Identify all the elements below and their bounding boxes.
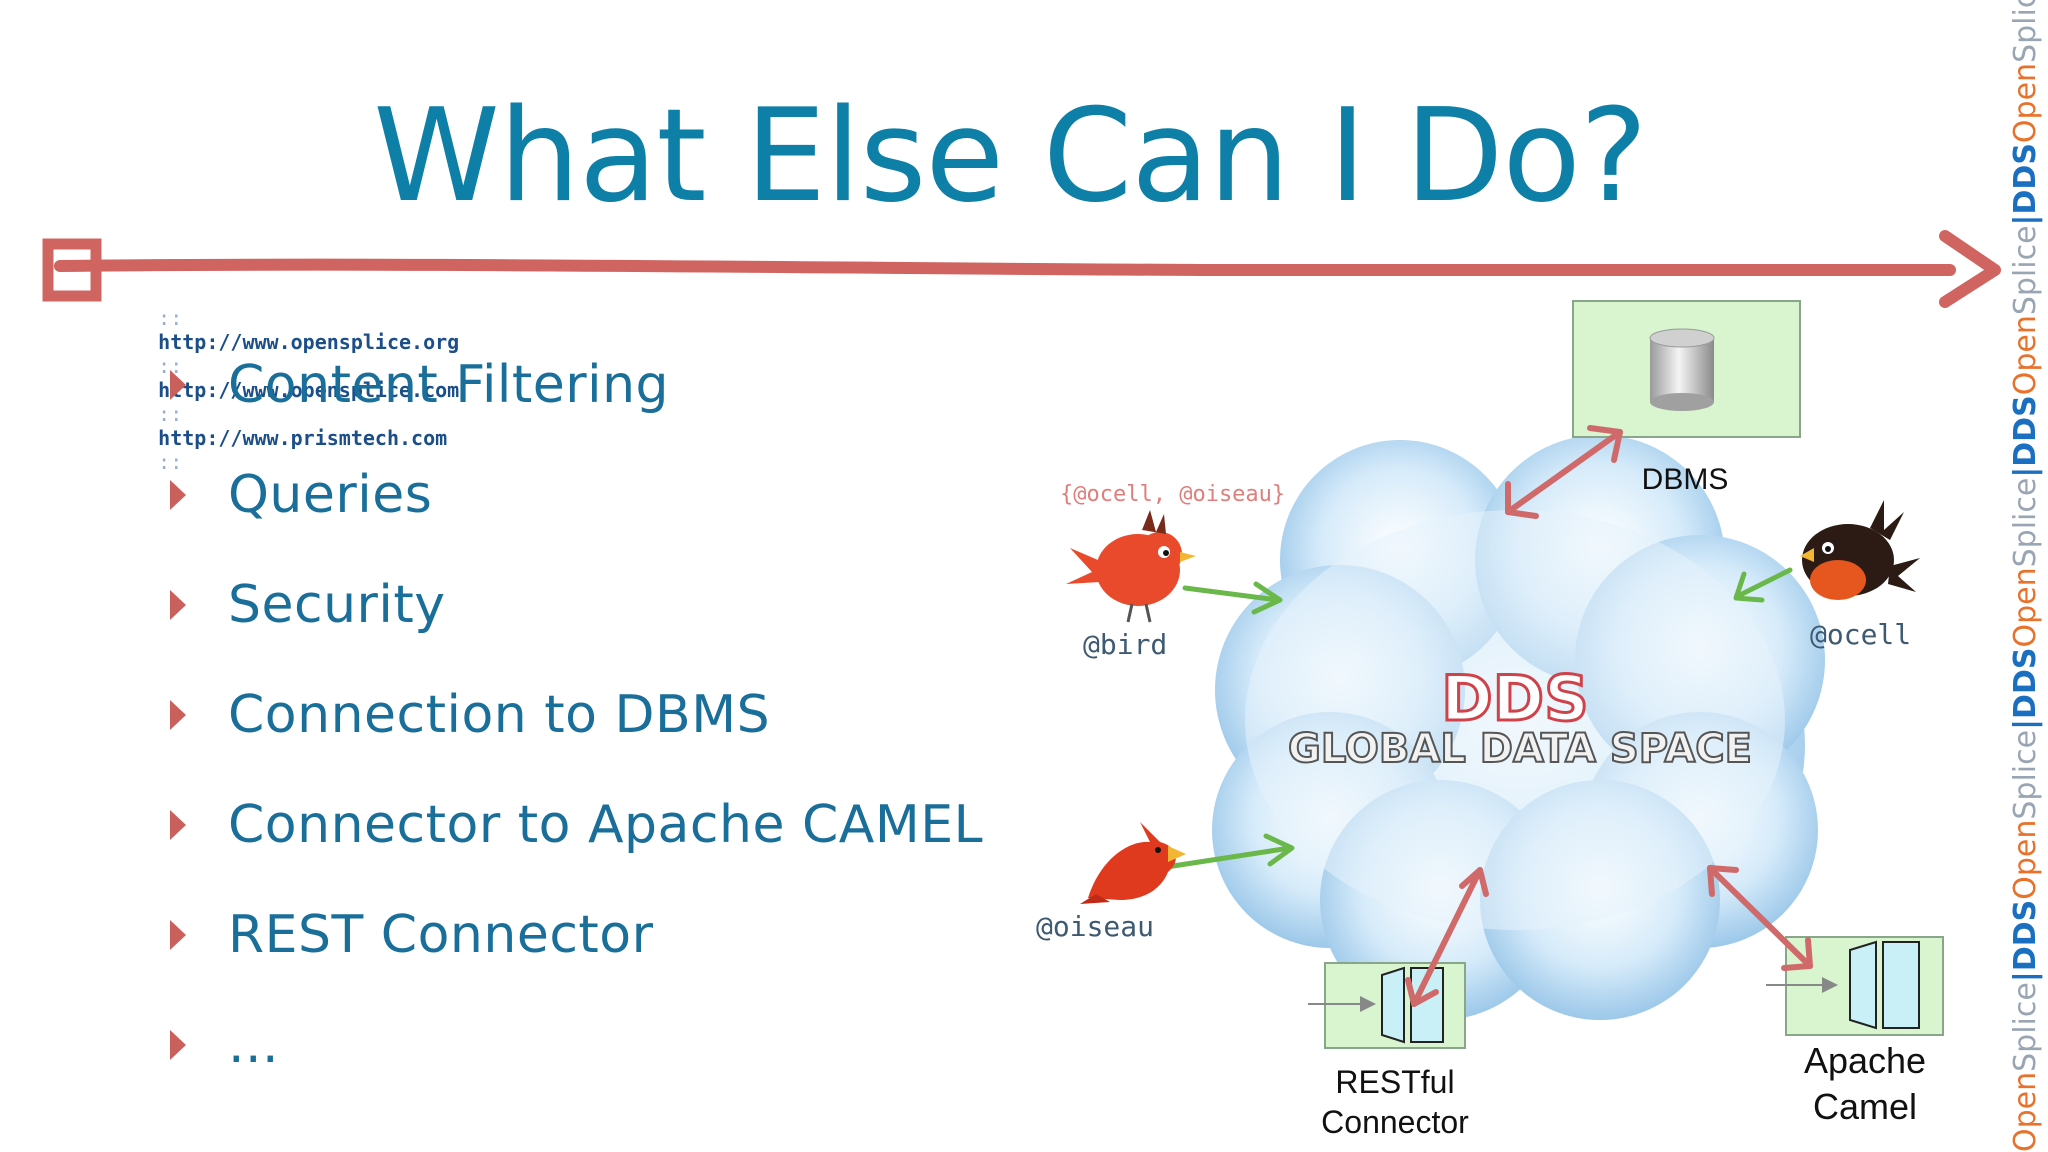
brand-text: Splice	[2007, 0, 2043, 63]
ocell-bird-icon	[1800, 500, 1920, 600]
brand-text: Open	[2007, 315, 2043, 396]
bullet-item: Connector to Apache CAMEL	[170, 790, 983, 860]
url-link-3[interactable]: http://www.prismtech.com	[158, 426, 448, 450]
brand-text: |DDS	[2007, 395, 2043, 478]
restful-connector-label: RESTful Connector	[1321, 1064, 1469, 1140]
brand-text: |DDS	[2007, 647, 2043, 730]
connector-icon	[1766, 940, 1920, 1030]
title-rule	[42, 230, 2001, 308]
connector-icon	[1308, 966, 1444, 1044]
ocell-handle-label: @ocell	[1810, 618, 1912, 651]
bullet-triangle-icon	[170, 810, 186, 840]
cloud-subtitle: GLOBAL DATA SPACE	[1287, 725, 1753, 773]
bullet-triangle-icon	[170, 480, 186, 510]
brand-text: Splice	[2007, 729, 2043, 820]
brand-text: Open	[2007, 62, 2043, 144]
bullet-triangle-icon	[170, 370, 186, 400]
bullet-item: Content Filtering	[170, 350, 669, 420]
brand-text: Open	[2007, 819, 2043, 900]
apache-camel-label: Apache Camel	[1803, 1040, 1927, 1127]
slide-title: What Else Can I Do?	[373, 82, 1647, 231]
topic-subscription-label: {@ocell, @oiseau}	[1060, 482, 1286, 507]
url-link-2[interactable]: http://www.opensplice.com	[158, 378, 460, 402]
url-strip: :: http://www.opensplice.org :: http://w…	[158, 306, 460, 474]
brand-text: Splice	[2007, 477, 2043, 568]
brand-text: |DDS	[2007, 143, 2043, 226]
bullet-item: REST Connector	[170, 900, 654, 970]
bullet-triangle-icon	[170, 590, 186, 620]
bird-publish-arrow	[1182, 581, 1283, 615]
brand-text: |DDS	[2007, 899, 2043, 983]
bullet-triangle-icon	[170, 1030, 186, 1060]
bullet-triangle-icon	[170, 700, 186, 730]
bullet-triangle-icon	[170, 920, 186, 950]
database-icon	[1649, 328, 1715, 411]
bird-handle-label: @bird	[1083, 628, 1168, 661]
restful-link-arrow	[1405, 867, 1489, 1007]
bullet-item: Security	[170, 570, 446, 640]
bullet-item: ...	[170, 1010, 279, 1080]
url-link-1[interactable]: http://www.opensplice.org	[158, 330, 460, 354]
cloud-shape	[1212, 435, 1825, 1020]
oiseau-publish-arrow	[1157, 833, 1295, 871]
bullet-item: Connection to DBMS	[170, 680, 770, 750]
dbms-label: DBMS	[1641, 463, 1729, 496]
brand-text: Splice	[2007, 982, 2043, 1072]
oiseau-handle-label: @oiseau	[1036, 910, 1155, 943]
ocell-publish-arrow	[1733, 567, 1793, 603]
camel-link-arrow	[1707, 865, 1813, 971]
oiseau-bird-icon	[1080, 822, 1186, 904]
brand-text: Open	[2007, 567, 2043, 648]
bullet-item: Queries	[170, 460, 432, 530]
brand-text: Open	[2007, 1071, 2043, 1152]
brand-text: Splice	[2007, 225, 2043, 316]
dbms-link-arrow	[1505, 425, 1623, 519]
bird-icon	[1066, 510, 1196, 623]
cloud-title: DDS	[1440, 661, 1591, 737]
